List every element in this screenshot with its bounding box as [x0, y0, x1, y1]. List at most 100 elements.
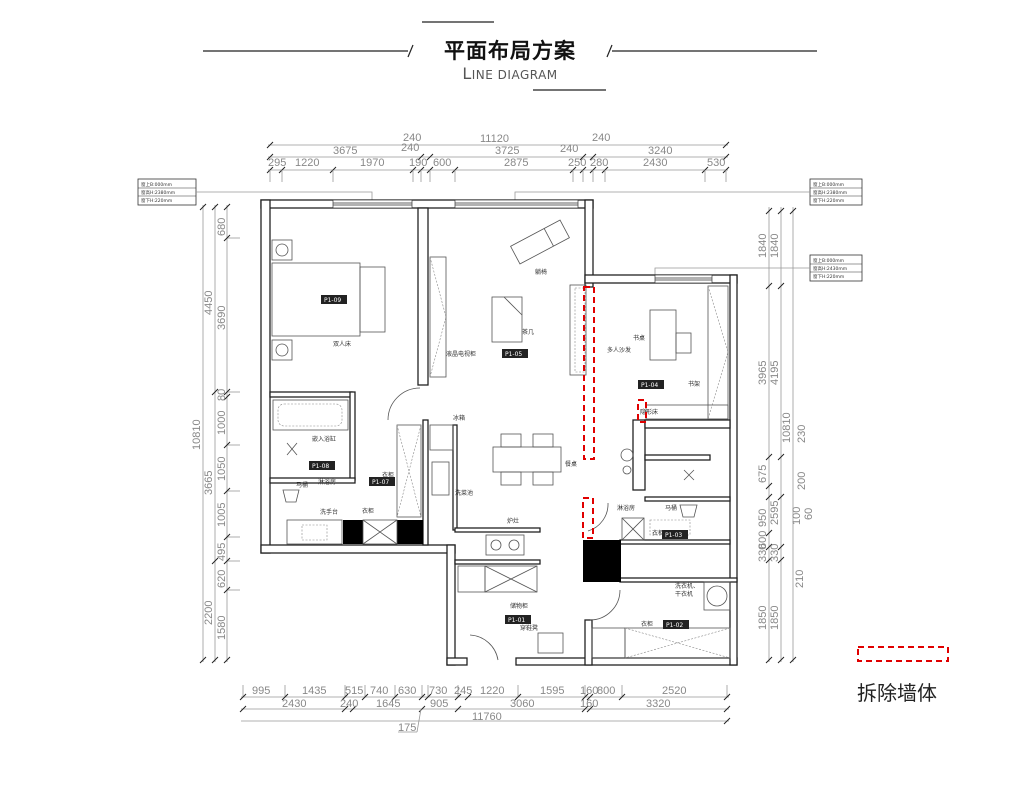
demolished-wall-marker	[582, 497, 594, 539]
room-tag: P1-05	[505, 351, 522, 358]
left-dimensions: 10810 4450 3665 2200 680 3690 80 1000 10…	[191, 203, 240, 664]
room-tag: P1-02	[666, 622, 683, 629]
dim-label: 515	[345, 685, 363, 697]
label-shoe-bench: 穿鞋凳	[520, 624, 538, 632]
dim-label: 600	[433, 157, 451, 169]
dim-label: 2520	[662, 685, 686, 697]
dim-label: 160	[580, 685, 598, 697]
hidden-bed-icon	[645, 404, 729, 420]
dim-label: 3320	[646, 698, 670, 710]
label-toilet-1: 马桶	[296, 481, 308, 489]
label-sink: 洗菜池	[455, 489, 473, 497]
label-double-bed: 双人床	[333, 340, 351, 348]
window-tag-text: 窗上B:000mm	[813, 181, 844, 188]
toilet-icon	[679, 504, 698, 518]
label-desk: 书桌	[633, 334, 645, 342]
dim-label: 160	[580, 698, 598, 710]
label-bookshelf: 书架	[688, 380, 700, 388]
dim-label: 1220	[295, 157, 319, 169]
window-tag-left: 窗上B:000mm 窗高H:2380mm 窗下H:220mm	[137, 178, 373, 206]
nightstand-icon	[271, 339, 293, 361]
dim-label: 80	[216, 389, 228, 401]
dim-label: 1970	[360, 157, 384, 169]
coffee-table-icon	[491, 296, 523, 343]
room-tag: P1-08	[312, 463, 329, 470]
dim-label: 3665	[203, 471, 215, 495]
dim-label: 1840	[769, 234, 781, 258]
room-tags: P1-01 P1-02 P1-03 P1-04 P1-05 P1-07 P1-0…	[309, 295, 689, 629]
dim-label: 330	[769, 544, 781, 562]
dim-label: 10810	[191, 419, 203, 450]
dim-label: 730	[429, 685, 447, 697]
label-wardrobe-2: 衣柜	[382, 471, 394, 479]
label-wash-basin: 洗手台	[320, 508, 338, 516]
demolished-wall-marker	[637, 399, 647, 423]
dim-label: 2595	[769, 501, 781, 525]
window-tag-text: 窗高H:2430mm	[813, 265, 847, 272]
wardrobe-icon	[396, 424, 422, 518]
dim-label: 3965	[757, 361, 769, 385]
dim-label: 1000	[216, 411, 228, 435]
dim-label: 995	[252, 685, 270, 697]
door-swing-icon	[587, 502, 609, 532]
dim-label: 3240	[648, 145, 672, 157]
dim-label: 530	[707, 157, 725, 169]
dim-label: 240	[401, 142, 419, 154]
room-tag: P1-09	[324, 297, 341, 304]
window-tag-text: 窗下H:220mm	[141, 197, 172, 204]
toilet-icon	[282, 489, 300, 503]
window-tag-text: 窗高H:2380mm	[141, 189, 175, 196]
page-subtitle: LINE DIAGRAM	[0, 64, 1020, 83]
dim-label: 250	[568, 157, 586, 169]
dim-label: 1645	[376, 698, 400, 710]
bathtub-icon	[272, 399, 349, 431]
window-tag-text: 窗上B:000mm	[813, 257, 844, 264]
legend-swatch	[857, 646, 949, 662]
dim-label: 1050	[216, 457, 228, 481]
dim-label: 1005	[216, 503, 228, 527]
label-sofa: 多人沙发	[607, 346, 631, 354]
dim-label: 905	[430, 698, 448, 710]
dining-table-icon	[492, 446, 562, 473]
tv-cabinet-icon	[429, 256, 447, 378]
title-decoration	[203, 21, 817, 91]
storage-cabinet-icon	[457, 565, 486, 593]
dim-label: 3060	[510, 698, 534, 710]
window-tag-right-1: 窗上B:000mm 窗高H:2380mm 窗下H:220mm	[514, 178, 863, 206]
dim-label: 230	[796, 425, 808, 443]
dim-label: 240	[403, 132, 421, 144]
shower-head-icon	[683, 469, 695, 481]
dim-label: 190	[409, 157, 427, 169]
dim-label: 1850	[769, 606, 781, 630]
dim-label: 4195	[769, 361, 781, 385]
subtitle-initial: L	[462, 64, 472, 83]
recliner-icon	[510, 219, 570, 265]
entrance-door-icon	[469, 634, 499, 661]
dim-label: 11120	[480, 133, 509, 145]
room-tag: P1-03	[665, 532, 682, 539]
window-tag-text: 窗高H:2380mm	[813, 189, 847, 196]
window-tag-text: 窗下H:220mm	[813, 273, 844, 280]
stove-icon	[485, 534, 525, 556]
window-tag-text: 窗上B:000mm	[141, 181, 172, 188]
wardrobe-icon	[591, 627, 626, 659]
label-wardrobe-4: 衣柜	[641, 620, 653, 628]
door-swing-icon	[589, 589, 621, 621]
furniture-labels: 躺椅 茶几 液晶电视柜 双人床 嵌入浴缸 淋浴房 马桶 洗手台 衣柜 衣柜 冰箱…	[296, 268, 700, 632]
wash-basin-icon	[286, 519, 343, 545]
dim-label: 60	[803, 508, 815, 520]
label-wardrobe-1: 衣柜	[362, 507, 374, 515]
window-tag-right-2: 窗上B:000mm 窗高H:2430mm 窗下H:220mm	[654, 254, 863, 282]
dim-label: 3690	[216, 306, 228, 330]
nightstand-icon	[271, 239, 293, 261]
label-bathtub: 嵌入浴缸	[312, 435, 336, 443]
desk-icon	[649, 309, 677, 361]
top-dimensions: 240 11120 240 3675 240 3725 240 3240 295…	[266, 132, 730, 182]
room-tag: P1-01	[508, 617, 525, 624]
right-dimensions: 1840 3965 675 950 600 330 1850 1840 4195…	[757, 207, 815, 664]
label-recliner: 躺椅	[535, 268, 547, 276]
dim-label: 1220	[480, 685, 504, 697]
dim-label: 175	[398, 722, 416, 734]
dim-label: 1840	[757, 234, 769, 258]
